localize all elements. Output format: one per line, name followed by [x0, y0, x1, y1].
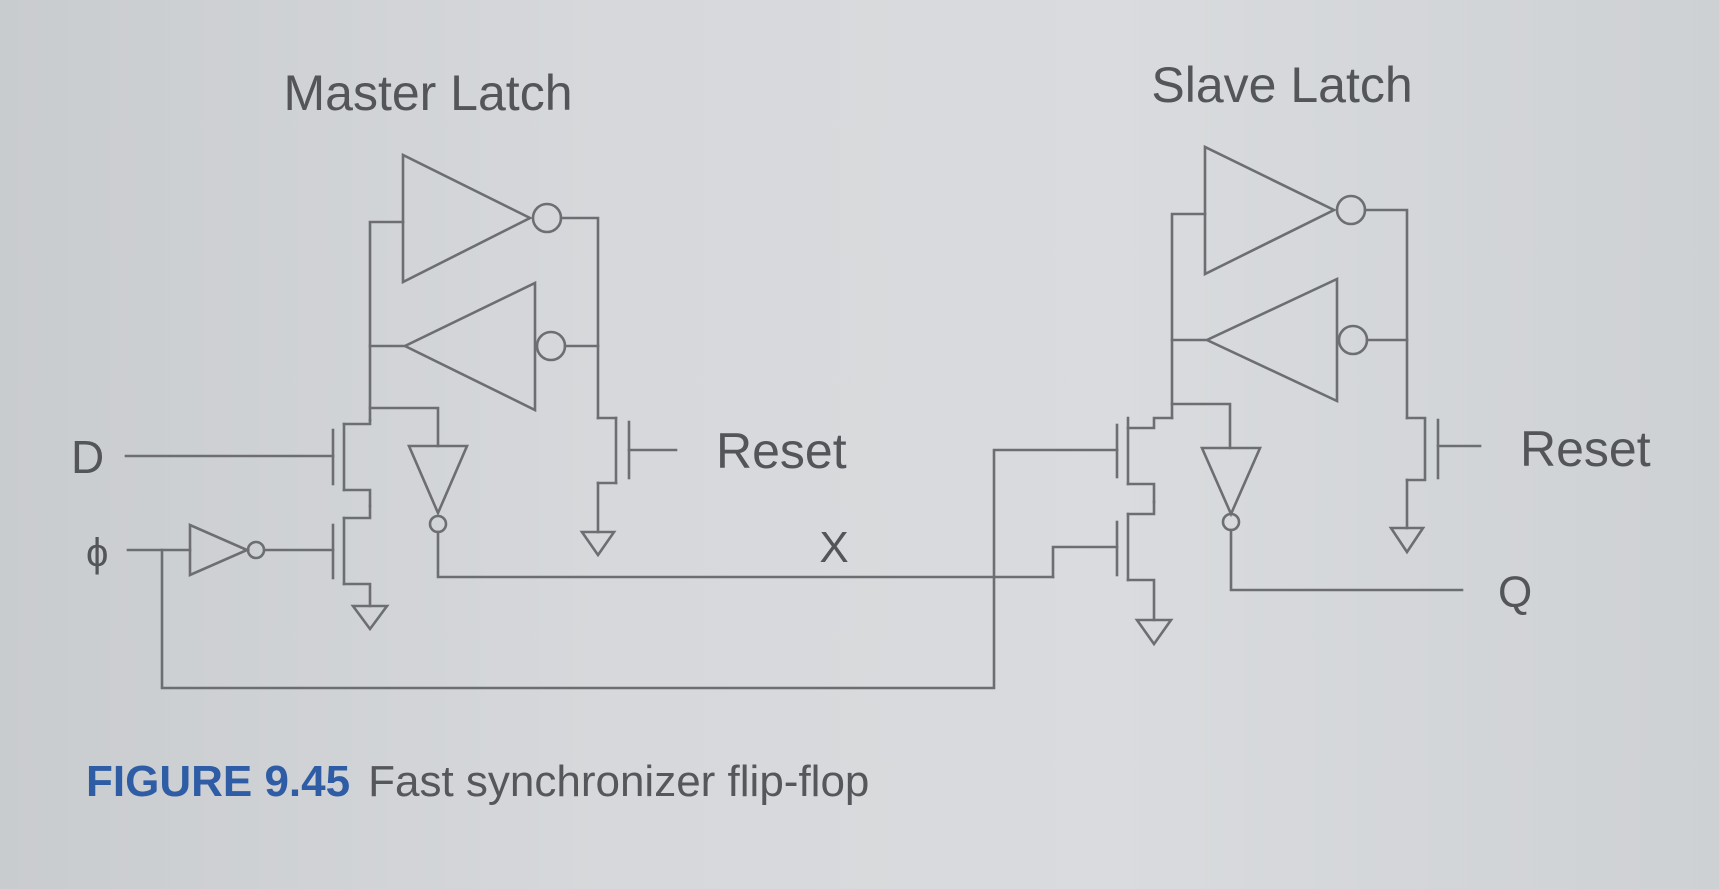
slave-reset-ground [1388, 526, 1426, 555]
master-latch: Master Latch [71, 65, 1119, 690]
slave-output-inverter [1170, 402, 1464, 592]
master-d-transistor [124, 418, 372, 508]
d-input-label: D [71, 431, 104, 483]
master-stack-ground [350, 604, 390, 632]
slave-stack-ground [1134, 618, 1174, 647]
q-output-label: Q [1498, 568, 1532, 617]
slave-latch: Slave Latch [1051, 57, 1651, 647]
slave-reset-label: Reset [1520, 421, 1651, 477]
slave-right-node-wire [1363, 208, 1409, 420]
slave-feedback-inverter [1203, 276, 1369, 404]
caption-number: FIGURE 9.45 [86, 757, 350, 806]
slave-forward-inverter [1203, 144, 1367, 277]
master-output-inverter [368, 406, 1055, 579]
master-reset-ground [579, 530, 617, 558]
master-feedback-inverter [402, 280, 567, 413]
master-right-node-wire [559, 216, 600, 420]
node-x-label: X [819, 523, 848, 572]
master-reset-label: Reset [716, 423, 847, 479]
phi-input-label: ϕ [86, 531, 108, 575]
caption-text: Fast synchronizer flip-flop [368, 757, 869, 806]
master-latch-title: Master Latch [283, 65, 572, 121]
figure-caption: FIGURE 9.45 Fast synchronizer flip-flop [86, 757, 869, 806]
slave-latch-title: Slave Latch [1151, 57, 1412, 113]
phi-bypass-wire [160, 448, 1119, 690]
slave-left-node-wire [1170, 212, 1207, 420]
slave-phi-transistor [1115, 416, 1174, 504]
slave-reset-transistor [1405, 416, 1482, 530]
master-forward-inverter [401, 152, 563, 285]
master-reset-transistor [596, 416, 678, 534]
slave-x-transistor [1051, 500, 1156, 622]
master-left-node-wire [368, 220, 405, 422]
master-phi-transistor [264, 504, 372, 608]
phi-input-inverter [126, 523, 266, 577]
